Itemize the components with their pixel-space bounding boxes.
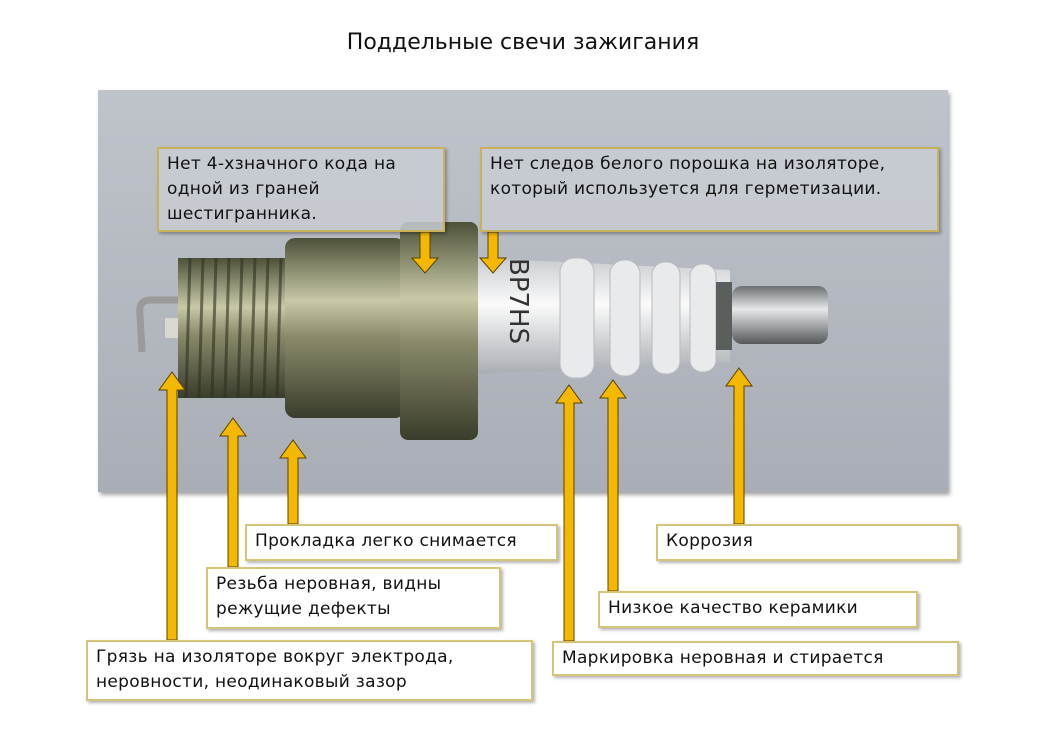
callout-marking: Маркировка неровная и стирается	[552, 641, 959, 676]
arrow-up-icon	[555, 384, 583, 642]
plug-marking: BP7HS	[503, 258, 533, 344]
arrow-up-icon	[725, 367, 753, 525]
arrow-up-icon	[599, 379, 627, 592]
callout-corrosion: Коррозия	[656, 524, 959, 561]
hex-nut	[400, 222, 478, 440]
terminal-nut	[732, 286, 828, 344]
page-title: Поддельные свечи зажигания	[346, 30, 700, 55]
callout-hex-code: Нет 4-хзначного кода на одной из граней …	[157, 147, 445, 232]
arrow-up-icon	[279, 439, 307, 525]
arrow-up-icon	[219, 417, 247, 568]
callout-ceramic: Низкое качество керамики	[598, 591, 918, 628]
arrow-up-icon	[158, 371, 186, 641]
arrow-down-icon	[478, 231, 508, 274]
thread-section	[178, 258, 290, 398]
plug-body	[285, 238, 405, 418]
arrow-down-icon	[410, 231, 440, 274]
callout-white-powder: Нет следов белого порошка на изоляторе, …	[480, 147, 939, 232]
ground-electrode	[136, 296, 178, 353]
callout-thread: Резьба неровная, видны режущие дефекты	[206, 567, 501, 629]
callout-gasket: Прокладка легко снимается	[245, 524, 558, 561]
callout-dirt: Грязь на изоляторе вокруг электрода, нер…	[86, 640, 533, 701]
